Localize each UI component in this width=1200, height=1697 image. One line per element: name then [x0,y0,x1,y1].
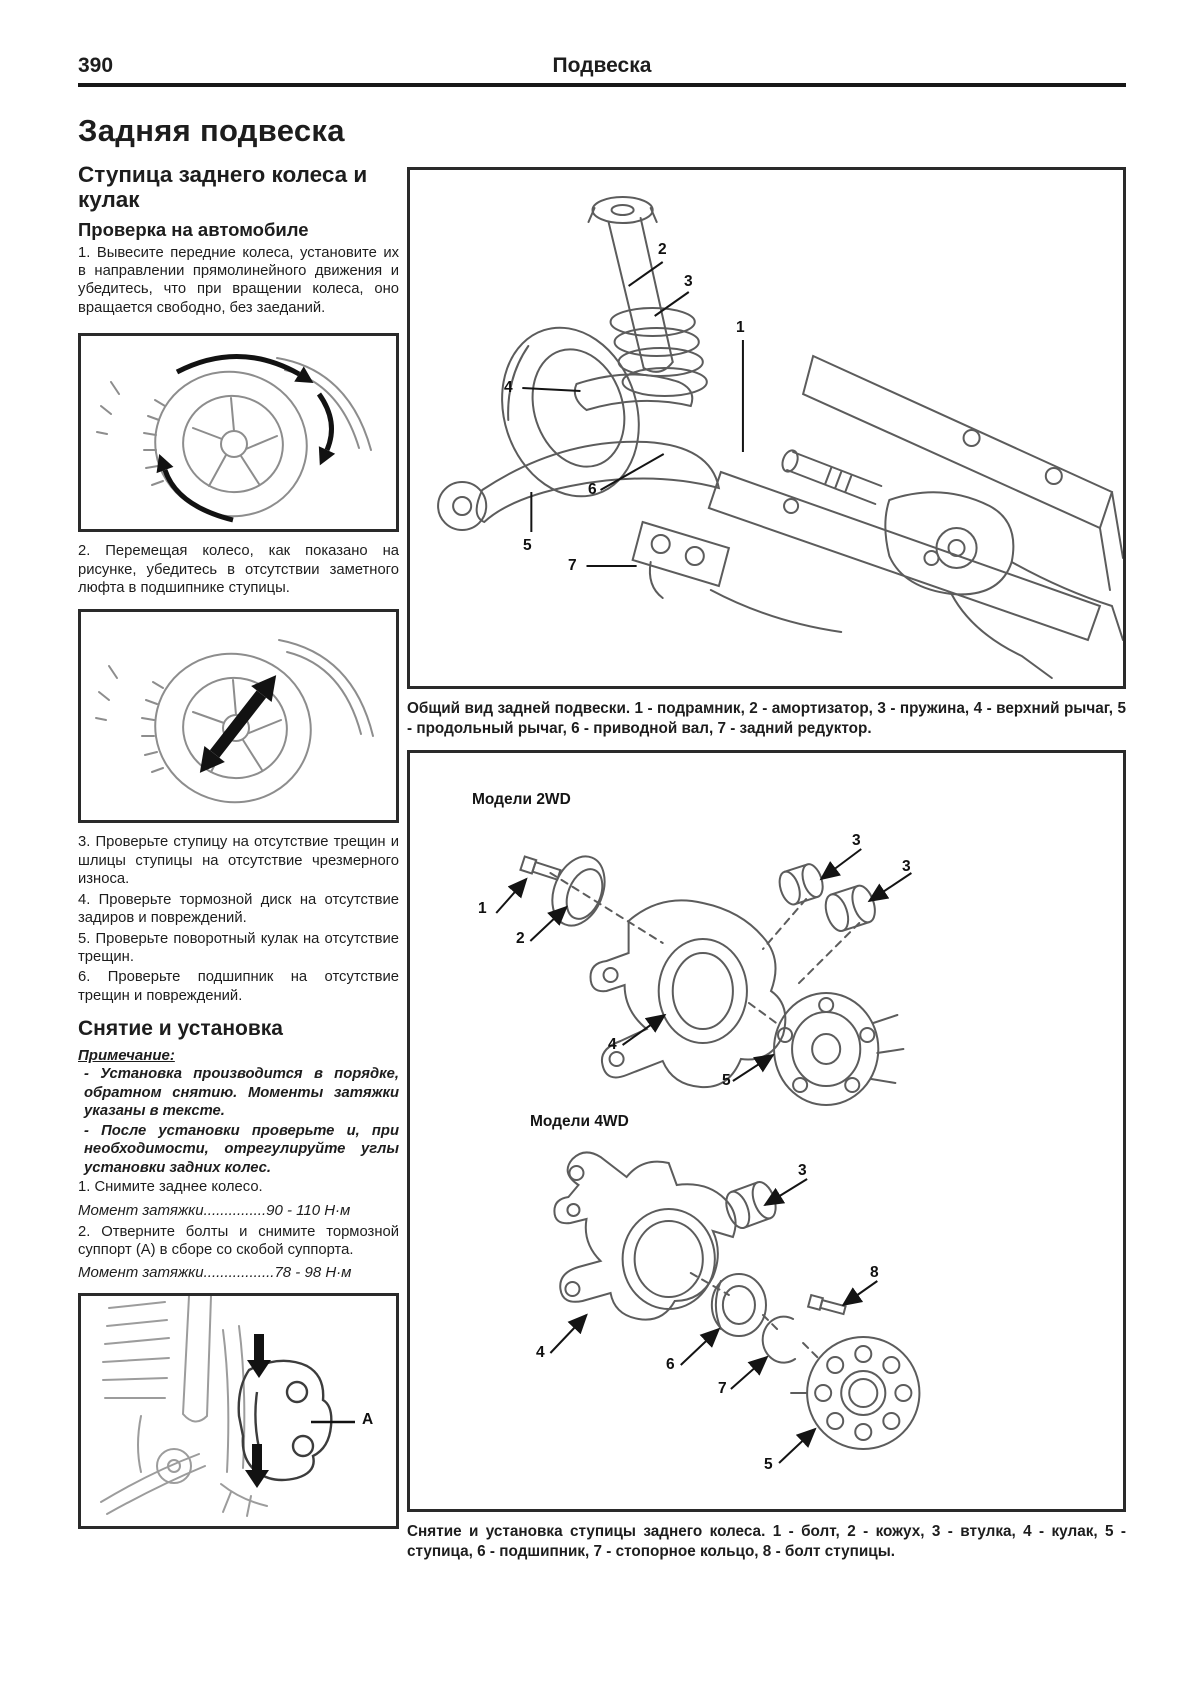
figure-hub-removal: Модели 2WD Модели 4WD 1 2 3 3 4 5 3 8 4 … [407,750,1126,1513]
overview-callout: 2 [658,241,667,258]
hub-caption: Снятие и установка ступицы заднего колес… [407,1523,1126,1560]
brake-caliper-drawing [100,1296,355,1518]
removal-heading: Снятие и установка [78,1017,283,1041]
figure-brake-caliper: A [78,1293,399,1530]
figure-wheel-rotation [78,333,399,533]
caliper-callout: A [362,1411,374,1429]
hub-2wd-callout: 2 [516,930,525,948]
hub-2wd-callout: 1 [478,900,487,918]
page-header-title: Подвеска [552,54,652,77]
figure-suspension-overview: 1 2 3 4 5 6 7 [407,167,1126,689]
suspension-parts-art [437,196,1123,679]
page-header: 390 Подвеска [78,54,1126,78]
note-item: - Установка производится в порядке, обра… [84,1066,399,1120]
right-column: 1 2 3 4 5 6 7 Общий вид задней подвески.… [407,155,1126,1567]
hub-4wd-callout: 4 [536,1344,545,1362]
callout-leader-arrows [495,848,912,1464]
page-number: 390 [78,54,114,77]
caliper-art [237,1360,333,1482]
play-direction-arrow-icon [199,675,277,774]
left-column: Ступица заднего колеса и кулак Проверка … [78,155,399,1567]
check-step: 4. Проверьте тормозной диск на отсутстви… [78,891,399,927]
model-2wd-label: Модели 2WD [472,791,571,809]
check-step: 3. Проверьте ступицу на отсутствие трещи… [78,834,399,888]
check-heading: Проверка на автомобиле [78,218,309,240]
header-rule [78,83,1126,87]
wheel-play-drawing [95,639,374,804]
check-step: 6. Проверьте подшипник на отсутствие тре… [78,969,399,1004]
overview-callout: 7 [568,557,577,574]
torque-spec: Момент затяжки.................78 - 98 Н… [78,1264,352,1282]
overview-caption: Общий вид задней подвески. 1 - подрамник… [407,700,1126,737]
overview-callout: 6 [588,481,597,498]
wheel-art [95,639,374,804]
check-step: 2. Перемещая колесо, как показано на рис… [78,543,399,597]
hub-2wd-callout: 3 [852,832,861,850]
figure-wheel-play [78,609,399,824]
hub-exploded-drawing [495,848,921,1464]
note-label: Примечание: [78,1047,175,1065]
removal-step: 2. Отверните болты и снимите тормозной с… [78,1223,399,1258]
content-columns: Ступица заднего колеса и кулак Проверка … [78,155,1126,1567]
overview-callout: 5 [523,537,532,554]
check-step: 1. Вывесите передние колеса, установите … [78,244,399,316]
wheel-rotation-drawing [96,354,372,523]
removal-step: 1. Снимите заднее колесо. [78,1179,263,1196]
overview-callout: 3 [684,273,693,290]
hub-4wd-callout: 5 [764,1456,773,1474]
hub-2wd-callout: 3 [902,858,911,876]
hub-4wd-callout: 8 [870,1264,879,1282]
hub-2wd-callout: 4 [608,1036,617,1054]
section-heading: Ступица заднего колеса и кулак [78,162,368,212]
note-item: - После установки проверьте и, при необх… [84,1122,399,1176]
hub-4wd-callout: 7 [718,1380,727,1398]
page-title: Задняя подвеска [78,113,345,148]
rotation-arrow-icon [156,354,336,523]
model-4wd-label: Модели 4WD [530,1113,629,1131]
rear-suspension-drawing [437,196,1123,679]
callout-leader-lines [522,261,744,567]
suspension-art [100,1296,268,1518]
hub-2wd-art [519,855,905,1107]
overview-callout: 4 [504,379,513,396]
bolt-arrow-icon [245,1334,271,1489]
overview-callout: 1 [736,319,745,336]
hub-4wd-art [553,1151,921,1451]
torque-spec: Момент затяжки...............90 - 110 Н·… [78,1201,351,1219]
hub-2wd-callout: 5 [722,1072,731,1090]
hub-4wd-callout: 3 [798,1162,807,1180]
check-step: 5. Проверьте поворотный кулак на отсутст… [78,930,399,965]
hub-4wd-callout: 6 [666,1356,675,1374]
